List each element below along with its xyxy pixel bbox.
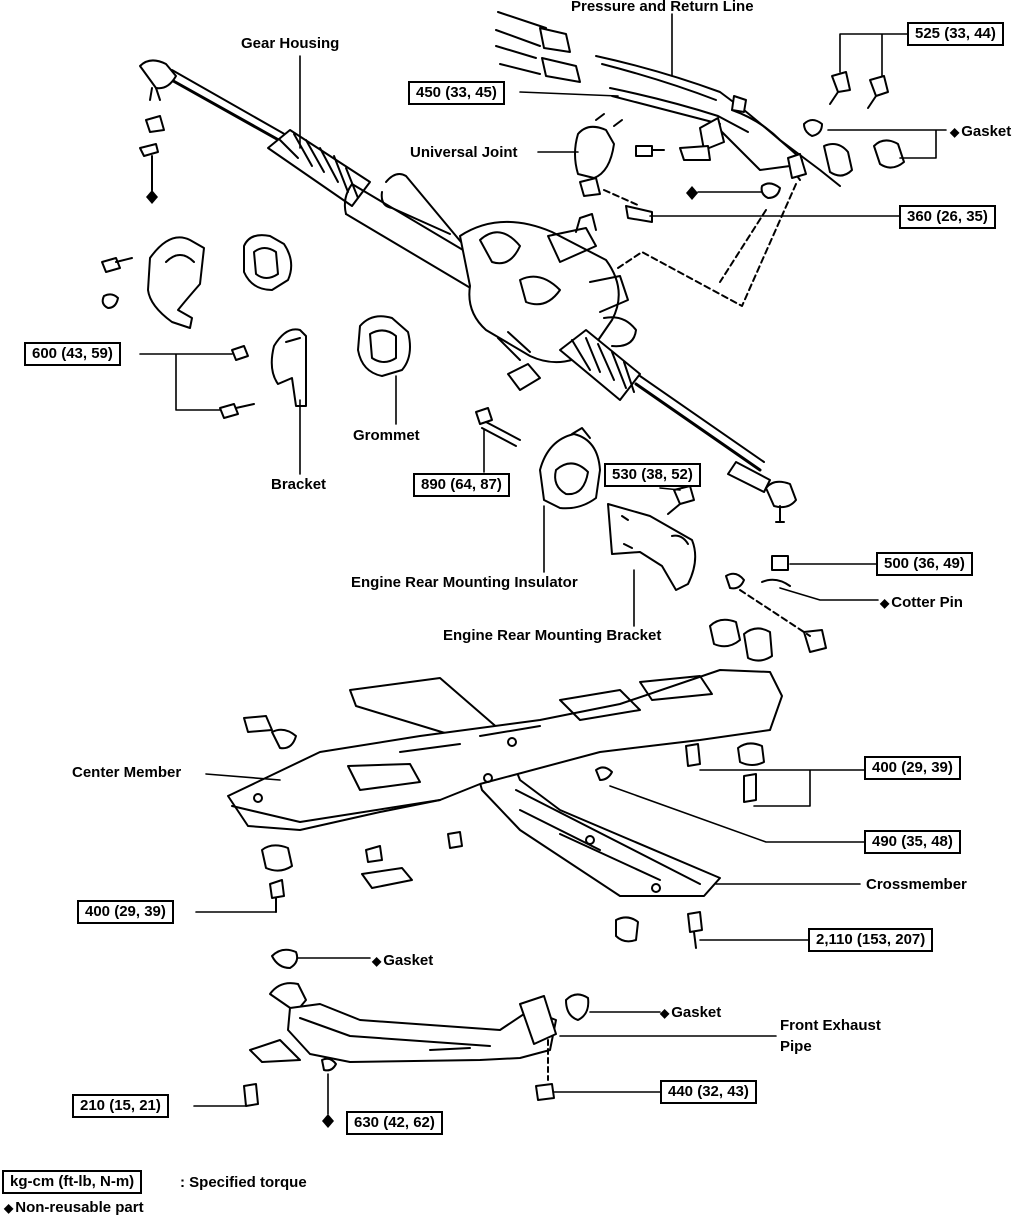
label-cotter-pin: ◆Cotter Pin <box>880 594 963 612</box>
steering-rack <box>139 59 797 523</box>
mounting-parts <box>475 407 827 662</box>
non-reusable-markers <box>146 186 698 1128</box>
label-front-exhaust-pipe-line1: Front Exhaust <box>780 1017 881 1034</box>
label-engine-rear-mounting-bracket: Engine Rear Mounting Bracket <box>443 627 662 644</box>
torque-360: 360 (26, 35) <box>899 205 996 229</box>
label-universal-joint: Universal Joint <box>410 144 518 161</box>
gasket-top-text: Gasket <box>961 123 1012 140</box>
legend-specified-torque: : Specified torque <box>180 1174 307 1191</box>
torque-400-lower: 400 (29, 39) <box>77 900 174 924</box>
torque-400-upper: 400 (29, 39) <box>864 756 961 780</box>
torque-525: 525 (33, 44) <box>907 22 1004 46</box>
upper-left-parts <box>101 115 411 419</box>
torque-440: 440 (32, 43) <box>660 1080 757 1104</box>
label-engine-rear-mounting-insulator: Engine Rear Mounting Insulator <box>351 574 578 591</box>
cotter-pin-text: Cotter Pin <box>891 594 963 611</box>
label-grommet: Grommet <box>353 427 420 444</box>
torque-600: 600 (43, 59) <box>24 342 121 366</box>
exhaust-parts <box>243 948 590 1107</box>
gasket-low-text: Gasket <box>671 1004 722 1021</box>
torque-490: 490 (35, 48) <box>864 830 961 854</box>
label-bracket: Bracket <box>271 476 327 493</box>
torque-890: 890 (64, 87) <box>413 473 510 497</box>
label-pressure-return-line: Pressure and Return Line <box>571 0 754 15</box>
legend-non-reusable: ◆Non-reusable part <box>4 1199 144 1217</box>
upper-right-parts <box>495 11 905 307</box>
non-reusable-symbol: ◆ <box>880 596 890 610</box>
non-reusable-symbol: ◆ <box>372 954 382 968</box>
label-gasket-mid: ◆Gasket <box>372 952 433 970</box>
torque-450: 450 (33, 45) <box>408 81 505 105</box>
label-gasket-low: ◆Gasket <box>660 1004 721 1022</box>
non-reusable-symbol: ◆ <box>950 125 960 139</box>
non-reusable-symbol: ◆ <box>660 1006 670 1020</box>
leader-lines <box>139 13 947 1115</box>
torque-2110: 2,110 (153, 207) <box>808 928 934 952</box>
label-center-member: Center Member <box>72 764 182 781</box>
legend-unit-box: kg-cm (ft-lb, N-m) <box>2 1170 143 1194</box>
label-gear-housing: Gear Housing <box>241 35 340 52</box>
label-crossmember: Crossmember <box>866 876 967 893</box>
torque-530: 530 (38, 52) <box>604 463 701 487</box>
non-reusable-symbol: ◆ <box>4 1201 14 1215</box>
torque-630: 630 (42, 62) <box>346 1111 443 1135</box>
torque-500: 500 (36, 49) <box>876 552 973 576</box>
label-front-exhaust-pipe-line2: Pipe <box>780 1038 812 1055</box>
gasket-mid-text: Gasket <box>383 952 434 969</box>
frame-members <box>227 669 783 949</box>
legend-non-reusable-text: Non-reusable part <box>15 1199 144 1216</box>
torque-210: 210 (15, 21) <box>72 1094 169 1118</box>
label-gasket-top: ◆Gasket <box>950 123 1011 141</box>
